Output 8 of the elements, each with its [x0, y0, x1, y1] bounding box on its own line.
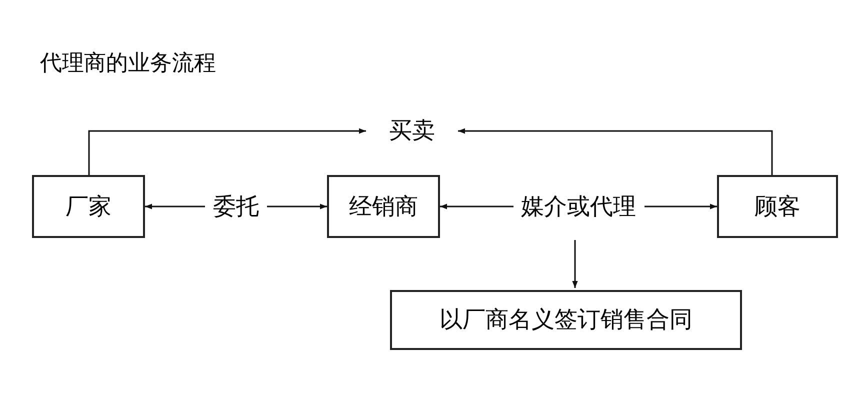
arrow: [572, 240, 578, 288]
process-box: 经销商: [327, 175, 440, 238]
process-box: 厂家: [32, 175, 145, 238]
arrow: [88, 128, 366, 175]
arrow: [458, 128, 773, 175]
diagram-title: 代理商的业务流程: [40, 50, 216, 78]
process-box: 以厂商名义签订销售合同: [390, 290, 742, 350]
process-box: 顾客: [717, 175, 838, 238]
